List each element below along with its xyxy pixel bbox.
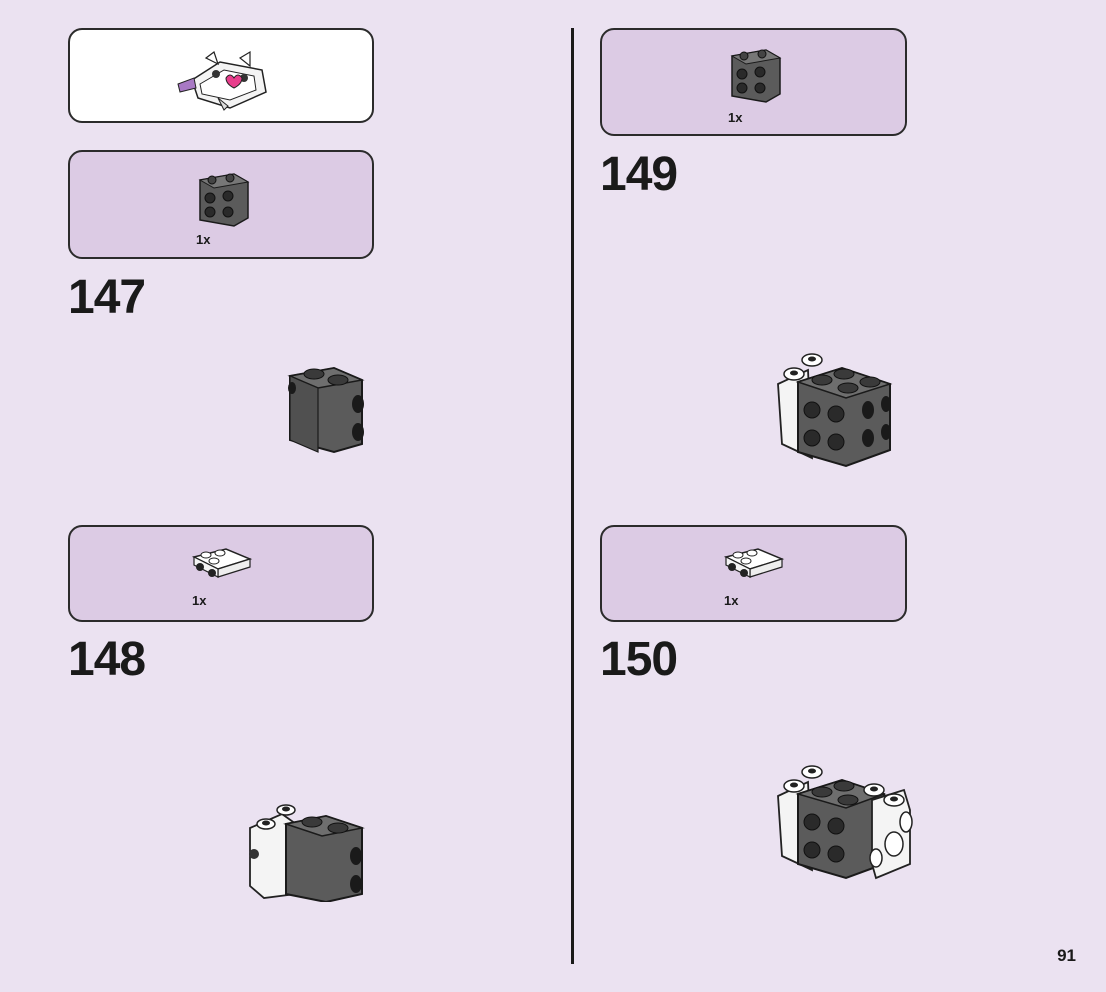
dark-gray-brick-part-icon [198,173,250,227]
part-quantity: 1x [728,110,743,125]
parts-list-step-149: 1x [600,28,907,136]
step-148-model-illustration [249,804,365,902]
column-divider [571,28,574,964]
parts-list-step-150: 1x [600,525,907,622]
white-plate-part-icon [723,548,785,578]
white-plate-part-icon [191,548,253,578]
parts-list-step-147: 1x [68,150,374,259]
step-150-model-illustration [777,765,913,880]
step-number: 148 [68,633,146,686]
dark-gray-brick-part-icon [730,49,782,103]
step-147-model-illustration [287,366,365,454]
page-number: 91 [1057,946,1076,965]
step-149-model-illustration [777,353,893,468]
submodel-callout [68,28,374,123]
part-quantity: 1x [192,593,207,608]
part-quantity: 1x [724,593,739,608]
step-number: 149 [600,148,678,201]
cat-head-submodel-illustration [177,50,267,111]
step-number: 150 [600,633,678,686]
step-number: 147 [68,271,146,324]
part-quantity: 1x [196,232,211,247]
parts-list-step-148: 1x [68,525,374,622]
